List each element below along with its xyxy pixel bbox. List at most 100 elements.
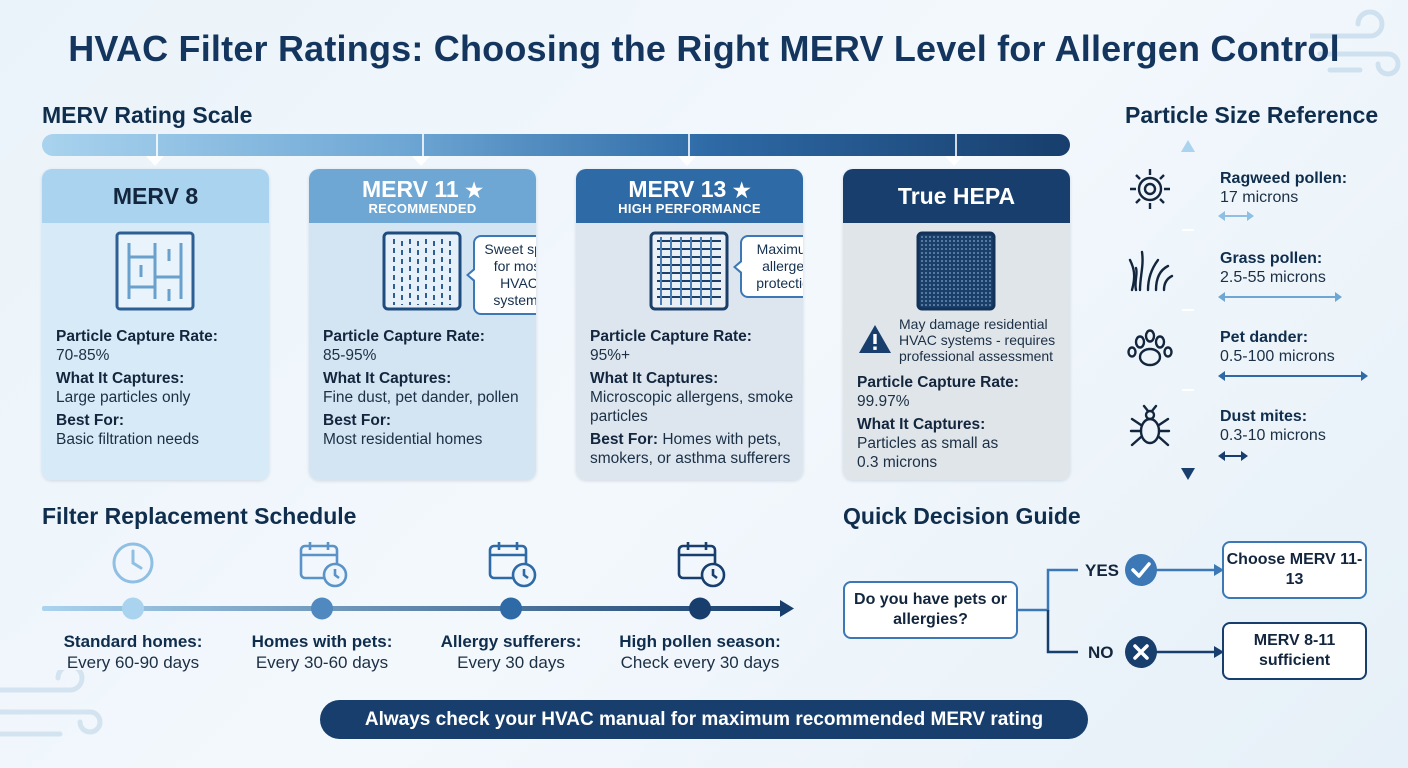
performance-callout: Maximum allergen protection [733,235,803,298]
x-icon [1125,636,1157,668]
hepa-filter-icon [916,231,996,311]
what-it-captures-label: What It Captures: [590,370,719,387]
card-header: True HEPA [843,169,1070,223]
page-title: HVAC Filter Ratings: Choosing the Right … [68,28,1340,69]
schedule-title: High pollen season: [619,632,781,651]
calendar-clock-icon [677,542,726,588]
merv-13-card: MERV 13 ★ HIGH PERFORMANCE Maximum aller… [576,169,803,480]
true-hepa-card: True HEPA May damage residential HVAC sy… [843,169,1070,480]
schedule-title: Homes with pets: [251,632,393,651]
best-for-label: Best For: [323,412,392,429]
what-it-captures-value: Particles as small as 0.3 microns [857,435,999,471]
scale-divider [422,134,424,156]
best-for-label: Best For: [56,412,125,429]
card-header: MERV 8 [42,169,269,223]
schedule-interval: Every 30 days [457,653,565,672]
schedule-item: High pollen season: Check every 30 days [605,631,795,673]
merv-8-card: MERV 8 Particle Capture Rate: 70-85% Wha… [42,169,269,480]
no-label: NO [1088,643,1114,662]
what-it-captures-label: What It Captures: [323,370,452,387]
scale-divider [955,134,957,156]
what-it-captures-value: Microscopic allergens, smoke particles [590,389,794,425]
star-icon: ★ [465,180,484,202]
section-title-particle-size: Particle Size Reference [1125,102,1379,128]
card-subtitle: RECOMMENDED [368,201,477,216]
pollen-icon [1130,169,1170,209]
size-range-arrow [1218,371,1368,381]
calendar-clock-icon [299,542,348,588]
scale-divider [688,134,690,156]
capture-rate-label: Particle Capture Rate: [56,328,218,345]
scale-pointer [678,156,696,166]
capture-rate-label: Particle Capture Rate: [323,328,485,345]
decision-question: Do you have pets or allergies? [843,581,1018,639]
what-it-captures-label: What It Captures: [857,416,986,433]
recommendation-callout: Sweet spot for most HVAC systems [466,235,536,315]
capture-rate-value: 70-85% [56,347,110,364]
merv-11-card: MERV 11 ★ RECOMMENDED Sweet spot for mos… [309,169,536,480]
what-it-captures-label: What It Captures: [56,370,185,387]
grass-icon [1128,250,1174,292]
schedule-interval: Every 30-60 days [255,653,389,672]
card-subtitle: HIGH PERFORMANCE [618,201,761,216]
card-title: MERV 13 [628,176,727,202]
card-header: MERV 13 ★ HIGH PERFORMANCE [576,169,803,223]
fine-filter-icon [649,231,729,311]
section-title-replacement-schedule: Filter Replacement Schedule [42,503,357,529]
best-for-value: Most residential homes [323,431,483,448]
particle-name: Pet dander: [1220,329,1309,346]
schedule-item: Allergy sufferers: Every 30 days [416,631,606,673]
size-scale-arrow [1181,140,1195,480]
particle-name: Ragweed pollen: [1220,170,1348,187]
footer-banner: Always check your HVAC manual for maximu… [320,700,1088,739]
schedule-interval: Every 60-90 days [66,653,200,672]
schedule-timeline [42,597,794,620]
schedule-item: Standard homes: Every 60-90 days [38,631,228,673]
card-title: MERV 8 [112,182,199,209]
scale-pointer [945,156,963,166]
decision-connectors [1016,564,1224,658]
card-title: True HEPA [897,182,1016,209]
section-title-merv-scale: MERV Rating Scale [42,102,253,128]
medium-filter-icon [382,231,462,311]
schedule-title: Allergy sufferers: [440,632,582,651]
capture-rate-label: Particle Capture Rate: [857,374,1019,391]
size-range-arrow [1218,292,1342,302]
section-title-decision-guide: Quick Decision Guide [843,503,1081,529]
particle-size: 17 microns [1220,189,1299,206]
schedule-item: Homes with pets: Every 30-60 days [227,631,417,673]
particle-name: Dust mites: [1220,408,1308,425]
yes-result-box: Choose MERV 11-13 [1222,541,1367,599]
warning-icon [859,325,891,353]
particle-name: Grass pollen: [1220,250,1323,267]
size-range-arrow [1218,451,1248,461]
card-header: MERV 11 ★ RECOMMENDED [309,169,536,223]
merv-scale-bar [42,134,1070,156]
capture-rate-value: 95%+ [590,347,631,364]
calendar-clock-icon [488,542,537,588]
clock-icon [112,542,154,584]
capture-rate-value: 99.97% [857,393,910,410]
what-it-captures-value: Large particles only [56,389,191,406]
card-title: MERV 11 [361,176,459,202]
no-result-box: MERV 8-11 sufficient [1222,622,1367,680]
schedule-interval: Check every 30 days [620,653,780,672]
scale-pointer [412,156,430,166]
particle-size: 0.5-100 microns [1220,348,1335,365]
hepa-warning-text: May damage residential HVAC systems - re… [899,316,1056,364]
what-it-captures-value: Fine dust, pet dander, pollen [323,389,519,406]
yes-label: YES [1085,561,1120,580]
particle-size: 0.3-10 microns [1220,427,1326,444]
check-icon [1125,554,1157,586]
best-for-value: Basic filtration needs [56,431,200,448]
coarse-filter-icon [115,231,195,311]
scale-pointer [146,156,164,166]
best-for-label: Best For: [590,431,659,448]
wind-swirl-decoration-top-right [1310,9,1401,77]
best-for-value: Homes with pets, smokers, or asthma suff… [590,431,791,467]
wind-swirl-decoration-bottom-left [0,670,103,737]
size-range-arrow [1218,211,1254,221]
particle-size: 2.5-55 microns [1220,269,1326,286]
capture-rate-value: 85-95% [323,347,377,364]
paw-icon [1127,329,1173,367]
